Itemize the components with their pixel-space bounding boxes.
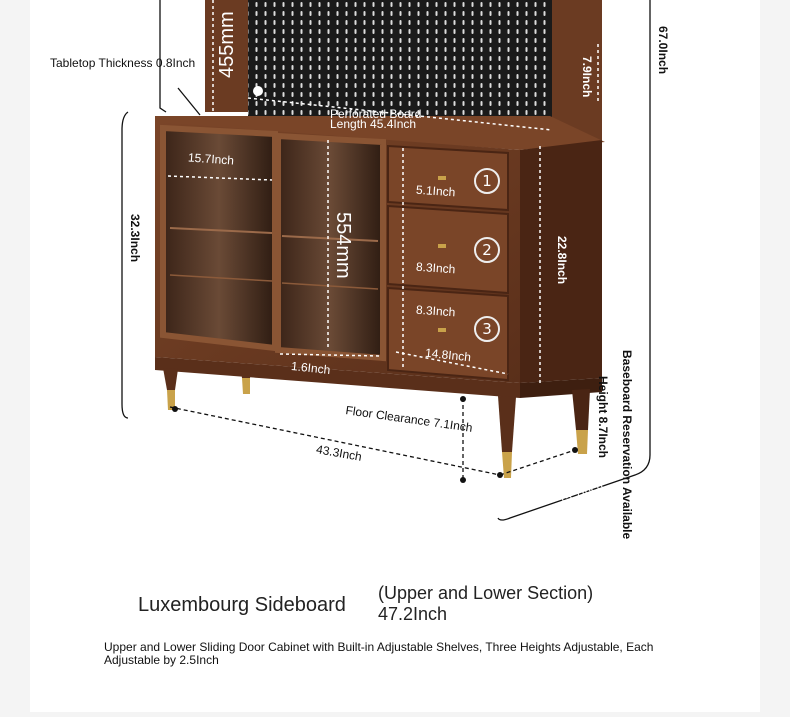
total-height-label: 67.0Inch bbox=[656, 26, 670, 75]
upper-hutch bbox=[205, 0, 602, 140]
drawer-number-badge: 2 bbox=[474, 237, 500, 263]
height-554-label: 554mm bbox=[332, 212, 354, 279]
dimension-lines bbox=[121, 0, 651, 521]
product-name: Luxembourg Sideboard bbox=[138, 594, 346, 616]
drawer-2-height-label: 8.3Inch bbox=[415, 259, 456, 277]
drawer-1-height-label: 5.1Inch bbox=[415, 182, 456, 200]
lower-cabinet bbox=[155, 116, 605, 398]
product-description: Upper and Lower Sliding Door Cabinet wit… bbox=[104, 640, 654, 667]
drawer-knob bbox=[438, 244, 446, 248]
pegboard bbox=[248, 0, 552, 128]
dimension-dots bbox=[172, 396, 578, 483]
height-455-label: 455mm bbox=[216, 11, 238, 78]
drawer-2 bbox=[387, 204, 509, 295]
drawer-1 bbox=[387, 144, 509, 212]
perforated-length-label: Length 45.4Inch bbox=[330, 117, 417, 131]
hutch-gap-label: 7.9Inch bbox=[580, 56, 594, 98]
white-guides bbox=[167, 0, 599, 385]
cabinet-height-label: 32.3Inch bbox=[128, 214, 142, 263]
perforated-board-label: Perforated Board bbox=[330, 107, 422, 121]
drawer-3-height-label: 8.3Inch bbox=[415, 302, 456, 320]
drawer-stack-height-label: 22.8Inch bbox=[555, 236, 569, 285]
product-width: 47.2Inch bbox=[378, 604, 448, 624]
tabletop-thickness-label: Tabletop Thickness 0.8Inch bbox=[50, 56, 196, 70]
legs bbox=[163, 365, 590, 478]
baseboard-reservation-label: Baseboard Reservation Available bbox=[620, 350, 634, 540]
drawer-number-badge: 1 bbox=[474, 168, 500, 194]
drawer-3 bbox=[387, 286, 509, 382]
pegboard-marker bbox=[253, 86, 263, 96]
drawer-knob bbox=[438, 176, 446, 180]
right-glass-door bbox=[275, 132, 386, 362]
product-section: (Upper and Lower Section) bbox=[378, 583, 594, 603]
drawer-knob bbox=[438, 328, 446, 332]
baseboard-height-label: Height 8.7Inch bbox=[596, 376, 610, 459]
drawer-number-badge: 3 bbox=[474, 316, 500, 342]
